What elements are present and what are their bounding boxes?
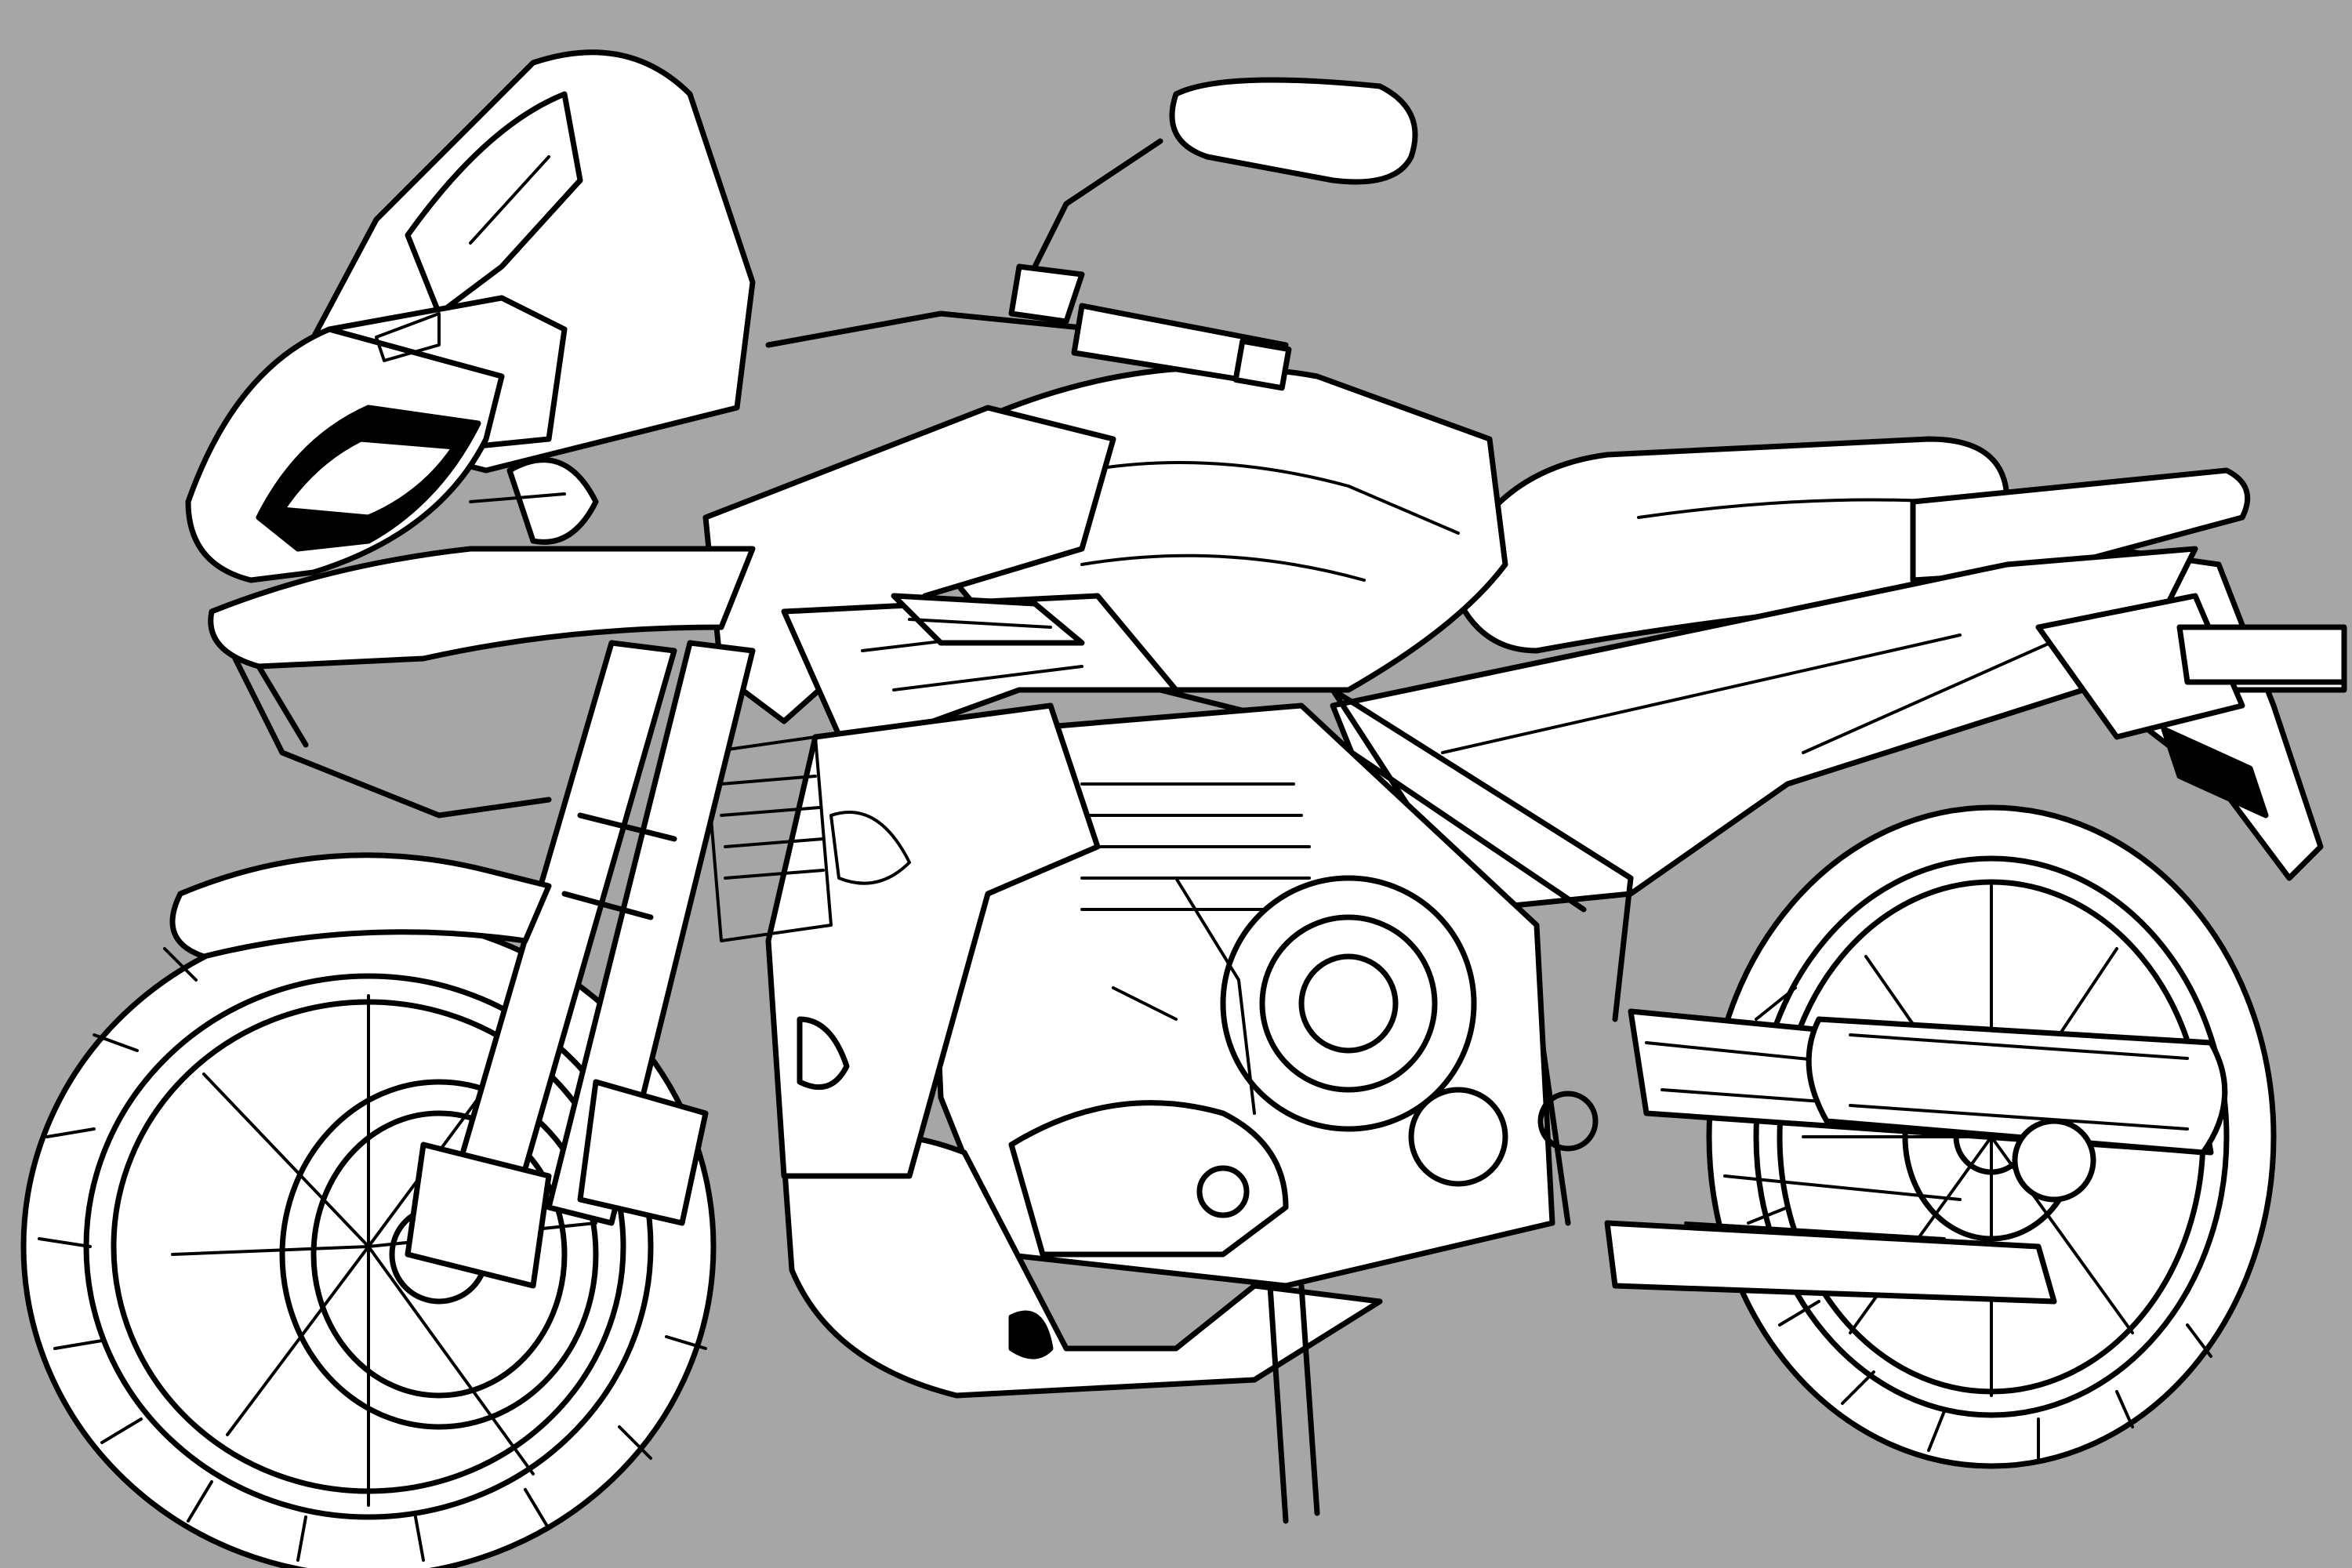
- motorcycle: [20, 49, 2347, 1568]
- tank-decal: [891, 593, 1085, 646]
- front-fairing: [185, 49, 756, 670]
- crash-bar: [232, 655, 552, 818]
- exhaust: [1806, 1016, 2228, 1156]
- side-stand: [1267, 1283, 1320, 1524]
- front-fork: [405, 640, 756, 1289]
- handlebar: [765, 77, 1418, 391]
- front-fender: [169, 852, 552, 960]
- side-fairing: [702, 405, 1179, 1179]
- rear-linkage: [1684, 1118, 2096, 1240]
